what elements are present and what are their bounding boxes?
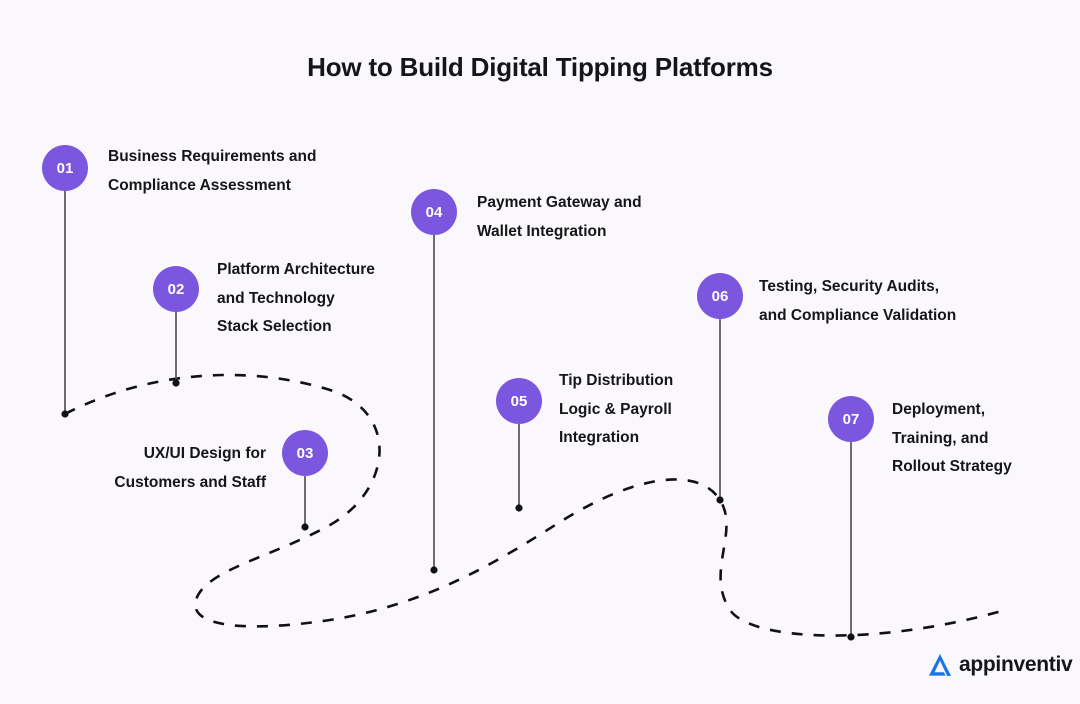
step-label-line: Deployment, — [892, 401, 986, 418]
step-number-badge-03[interactable]: 03 — [282, 430, 328, 476]
step-label-line: and Compliance Validation — [759, 306, 957, 324]
step-label-line: Payment Gateway and — [477, 194, 642, 211]
page-title: How to Build Digital Tipping Platforms — [307, 52, 773, 82]
step-label-line: Tip Distribution — [559, 372, 674, 389]
connector-endpoint-dot — [716, 496, 724, 504]
connector-group — [61, 191, 855, 641]
step-number-badge-06[interactable]: 06 — [697, 273, 743, 319]
step-number-badge-05[interactable]: 05 — [496, 378, 542, 424]
step-label-line: Platform Architecture — [217, 261, 375, 278]
step-label-line: Customers and Staff — [114, 473, 266, 491]
connector-endpoint-dot — [847, 633, 855, 641]
step-number-badge-07[interactable]: 07 — [828, 396, 874, 442]
step-label-line: Logic & Payroll — [559, 400, 672, 418]
step-label-line: Business Requirements and — [108, 148, 317, 165]
appinventiv-mark-icon — [929, 654, 951, 676]
step-number-badge-04[interactable]: 04 — [411, 189, 457, 235]
step-label-line: Testing, Security Audits, — [759, 278, 939, 295]
step-label-line: Compliance Assessment — [108, 176, 291, 194]
step-label-line: Integration — [559, 429, 640, 446]
connector-endpoint-dot — [172, 379, 180, 387]
connector-endpoint-dot — [515, 504, 523, 512]
step-label-line: UX/UI Design for — [143, 445, 266, 462]
step-label-line: and Technology — [217, 289, 335, 307]
step-label-line: Rollout Strategy — [892, 458, 1012, 475]
step-label-06: Testing, Security Audits, and Compliance … — [759, 273, 956, 330]
step-number-badge-01[interactable]: 01 — [42, 145, 88, 191]
step-number-badge-02[interactable]: 02 — [153, 266, 199, 312]
step-label-line: Stack Selection — [217, 318, 332, 335]
step-label-line: Wallet Integration — [477, 222, 607, 240]
step-label-line: Training, and — [892, 429, 989, 447]
brand-logo: appinventiv — [925, 650, 1073, 680]
connector-endpoint-dot — [430, 566, 438, 574]
logo-text: appinventiv — [959, 653, 1073, 676]
connector-endpoint-dot — [61, 410, 69, 418]
connector-endpoint-dot — [301, 523, 309, 531]
